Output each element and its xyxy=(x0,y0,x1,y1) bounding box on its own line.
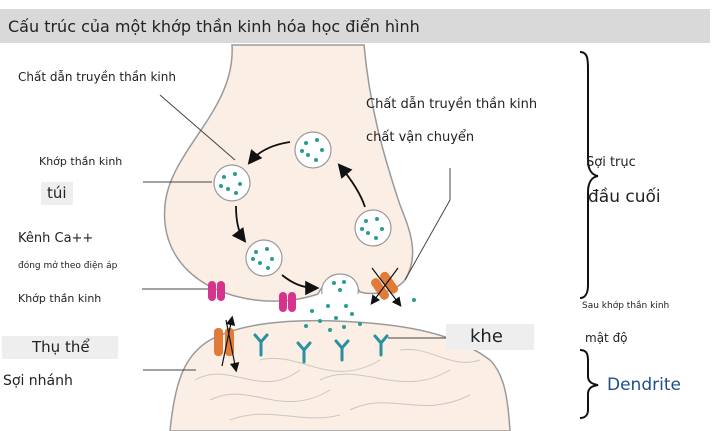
cleft-neurotransmitters xyxy=(304,298,416,332)
label-transporter-1: Chất dẫn truyền thần kinh xyxy=(366,97,538,112)
label-cleft: khe xyxy=(446,324,534,350)
calcium-channel-right xyxy=(279,292,296,312)
axon-terminal xyxy=(163,44,414,302)
receptor-arrows xyxy=(221,315,240,373)
leader-lines xyxy=(142,94,451,371)
label-receptor: Thụ thể xyxy=(2,336,118,359)
label-terminal: đầu cuối xyxy=(588,187,661,207)
vesicle-bottom xyxy=(245,239,283,277)
dendrite-body xyxy=(169,319,511,431)
dendrite-brace xyxy=(579,349,599,419)
label-synaptic-vesicle-1: Khớp thần kinh xyxy=(39,155,123,168)
fusing-vesicle-dots xyxy=(332,280,346,292)
label-postsynaptic: Sau khớp thần kinh xyxy=(582,301,670,311)
transporter-arrows xyxy=(370,267,402,307)
diagram-title: Cấu trúc của một khớp thần kinh hóa học … xyxy=(0,9,710,43)
calcium-channel-left xyxy=(208,281,225,301)
label-dendrite-right: Dendrite xyxy=(607,375,681,395)
vesicle-right xyxy=(354,209,392,247)
label-axon: Sợi trục xyxy=(586,155,636,170)
vesicle-left xyxy=(213,164,251,202)
reuptake-transporter xyxy=(371,271,399,300)
dendrite-fibers xyxy=(194,348,481,421)
label-neurotransmitter: Chất dẫn truyền thần kinh xyxy=(18,70,176,84)
label-synapse-membrane: Khớp thần kinh xyxy=(18,292,102,305)
label-dendrite-left: Sợi nhánh xyxy=(3,373,73,389)
vesicle-top xyxy=(294,131,332,169)
label-density: mật độ xyxy=(585,331,628,345)
axon-terminal-brace xyxy=(579,51,599,299)
label-voltage-gated: đóng mở theo điện áp xyxy=(18,261,118,271)
label-ca-channel: Kênh Ca++ xyxy=(18,231,94,246)
teal-receptors xyxy=(253,333,389,364)
vesicle-cycle-arrows xyxy=(231,141,366,296)
label-synaptic-vesicle-2: túi xyxy=(41,182,73,205)
fusing-vesicle xyxy=(321,273,359,295)
label-transporter-2: chất vận chuyển xyxy=(366,130,475,145)
